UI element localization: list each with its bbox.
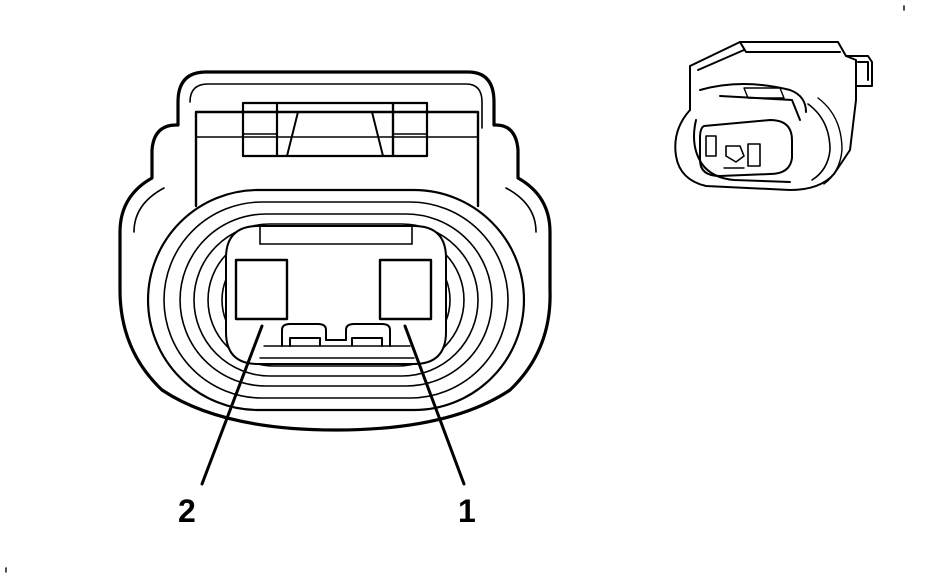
leader-line-pin-1 bbox=[403, 324, 466, 486]
housing-inner-line bbox=[133, 83, 537, 233]
terminal-cavity-1 bbox=[378, 258, 433, 321]
terminal-cavity-2 bbox=[234, 258, 289, 321]
keying-feature bbox=[259, 323, 415, 359]
callout-label-pin-1: 1 bbox=[458, 493, 476, 529]
housing-outline bbox=[118, 70, 552, 432]
callout-label-pin-2: 2 bbox=[178, 493, 196, 529]
leader-line-pin-2 bbox=[200, 324, 264, 486]
latch bbox=[241, 101, 429, 158]
connector-face-view bbox=[118, 70, 552, 432]
connector-isometric-view bbox=[674, 41, 873, 191]
